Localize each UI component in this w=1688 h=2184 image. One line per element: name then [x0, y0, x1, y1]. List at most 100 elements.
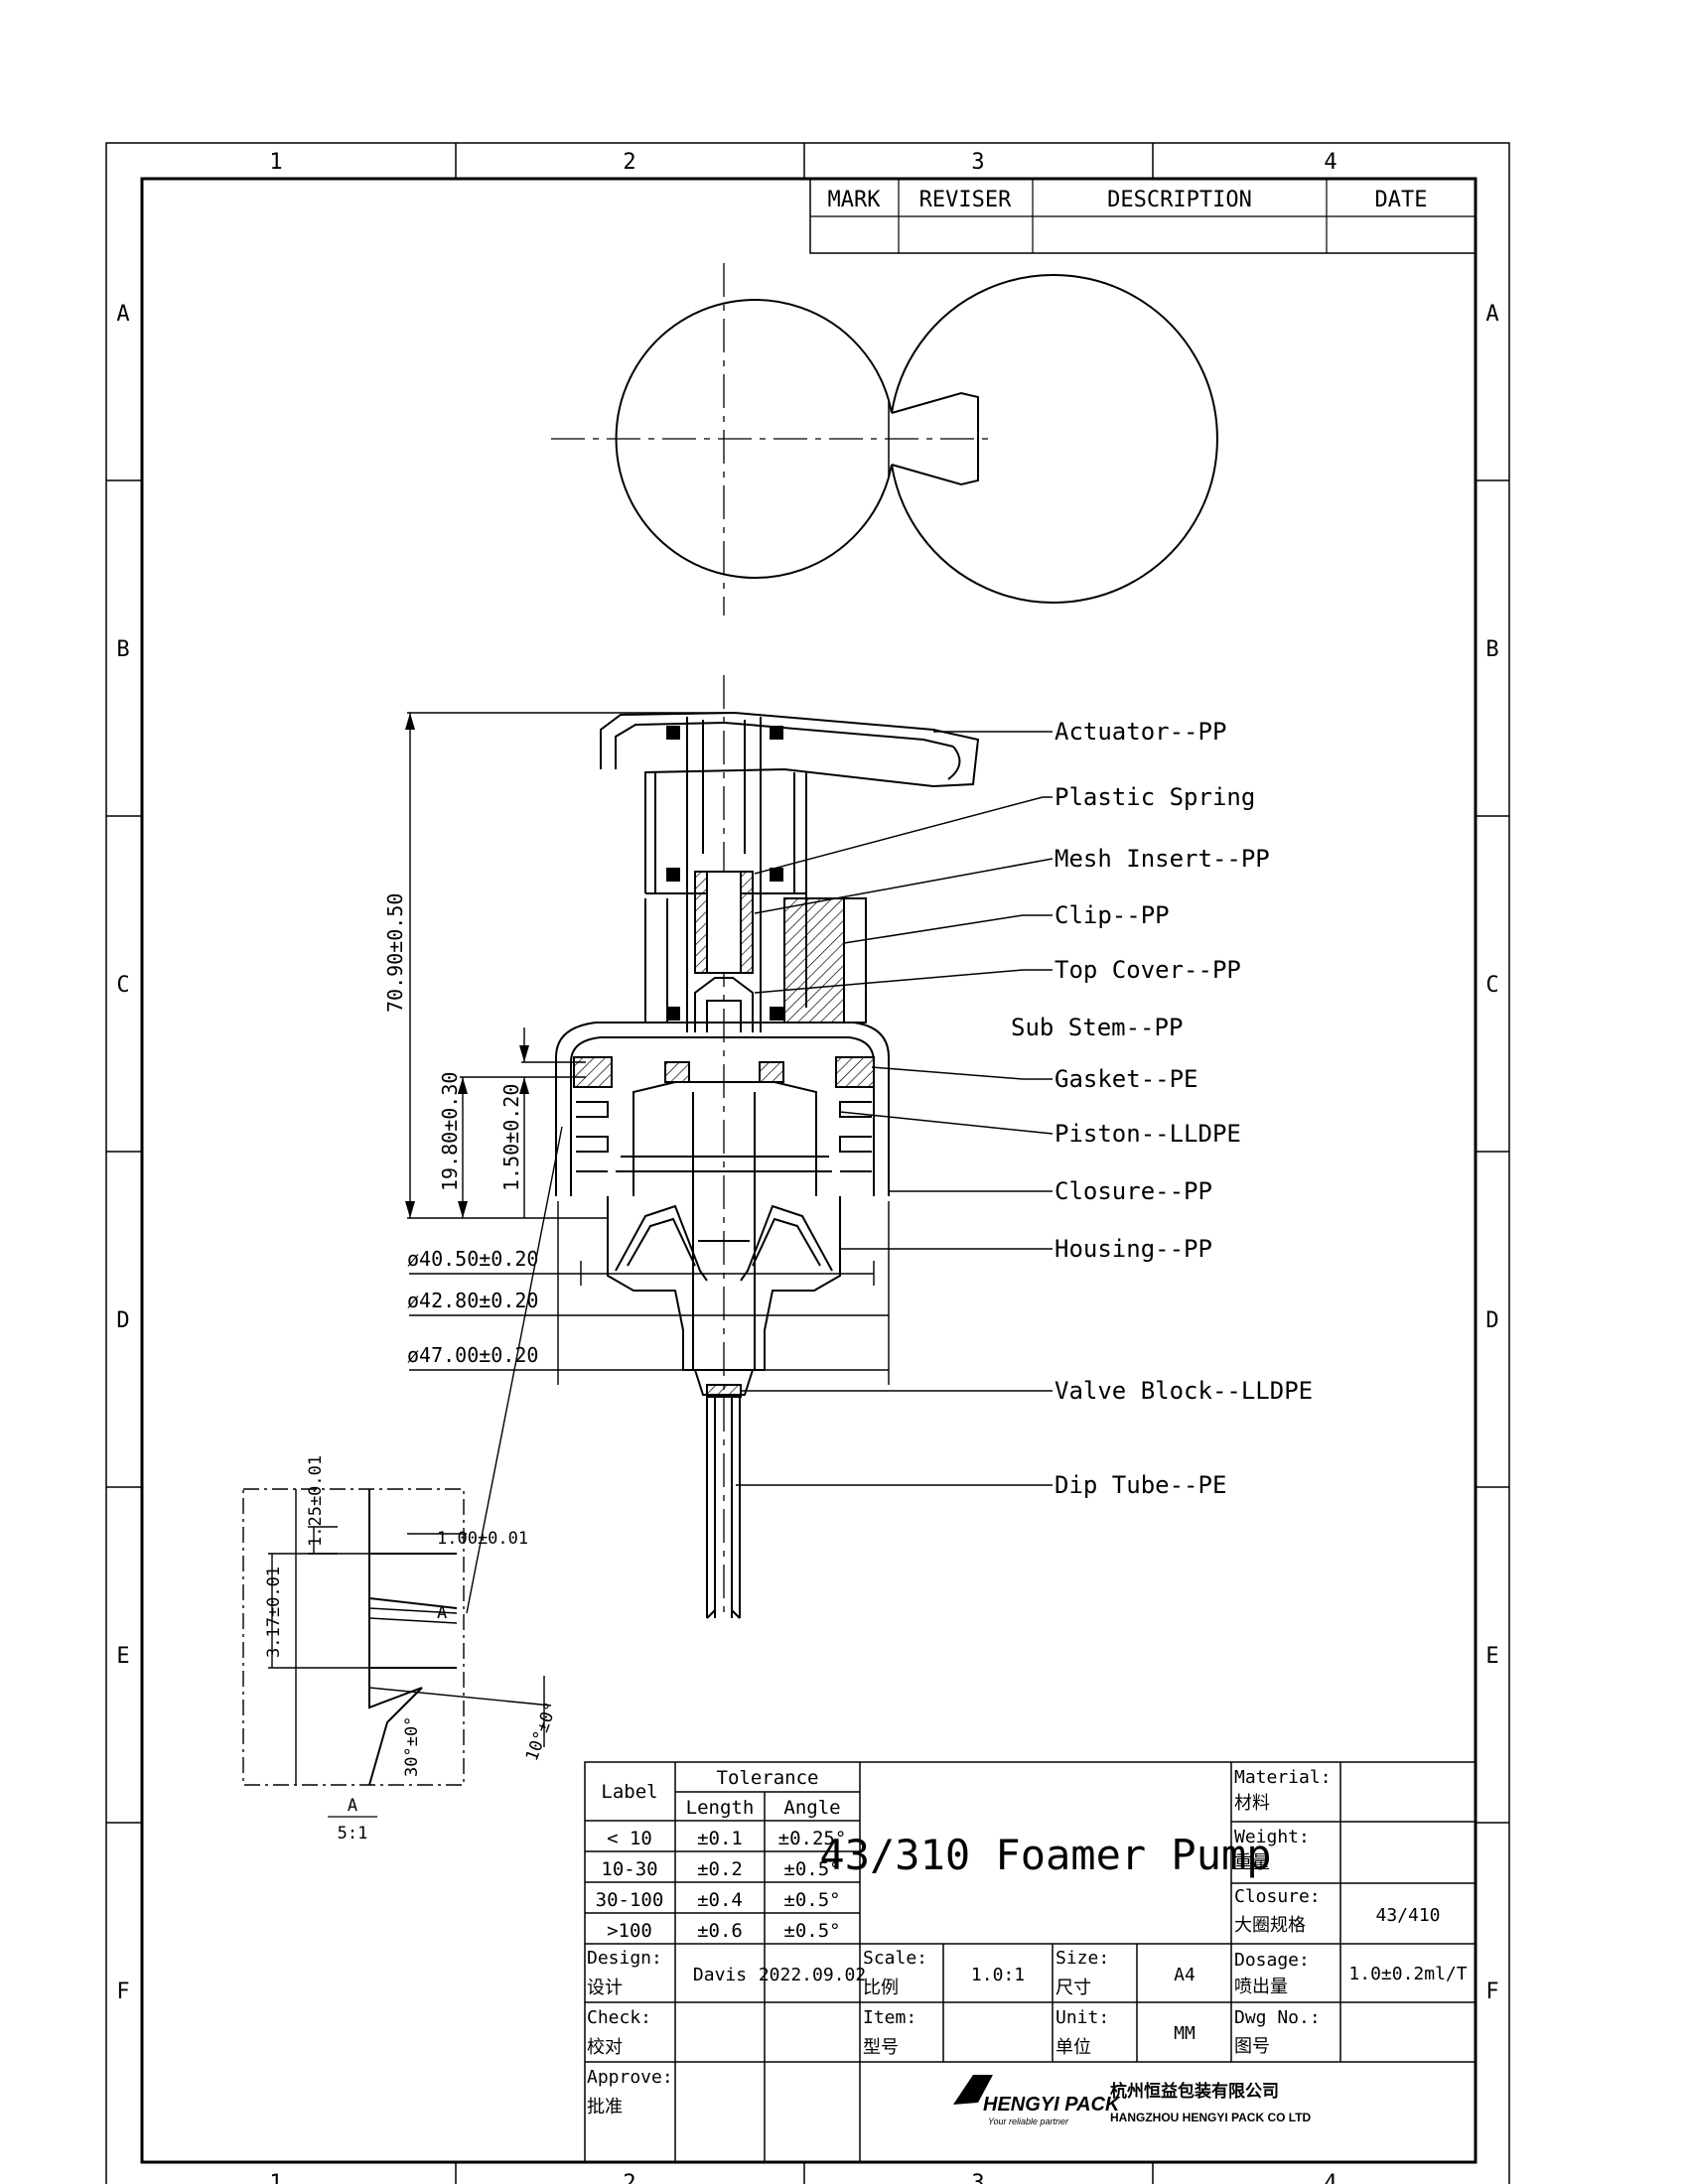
dosage-label: Dosage: [1234, 1950, 1310, 1971]
tol-row-4-angle: ±0.5° [783, 1920, 840, 1942]
detail-pitch: 1.25±0.01 [306, 1455, 326, 1547]
zone-dividers [106, 143, 1509, 2184]
zone-row-right-e: E [1485, 1644, 1498, 1669]
tol-row-4-label: >100 [607, 1920, 652, 1942]
leader-lines [736, 731, 1054, 1486]
zone-row-left-c: C [116, 973, 129, 998]
dosage-value: 1.0±0.2ml/T [1348, 1964, 1467, 1984]
check-cn: 校对 [587, 2037, 623, 2057]
tol-row-3-angle: ±0.5° [783, 1889, 840, 1911]
label-housing: Housing--PP [1055, 1235, 1212, 1263]
label-piston: Piston--LLDPE [1055, 1120, 1241, 1148]
rev-header-description: DESCRIPTION [1107, 188, 1252, 212]
detail-angle-2: 10°±0° [522, 1700, 562, 1764]
label-sub-stem: Sub Stem--PP [1011, 1014, 1183, 1041]
zone-row-left-d: D [116, 1308, 129, 1333]
zone-row-right-b: B [1485, 637, 1498, 662]
rev-header-reviser: REVISER [919, 188, 1012, 212]
company-name-cn: 杭州恒益包装有限公司 [1110, 2081, 1279, 2101]
closure-outline [555, 1022, 890, 1196]
detail-scale: 5:1 [338, 1824, 368, 1843]
detail-depth: 3.17±0.01 [264, 1567, 284, 1658]
zone-col-top-4: 4 [1324, 150, 1336, 175]
drawing-title: 43/310 Foamer Pump [819, 1831, 1271, 1879]
tol-angle-header: Angle [783, 1797, 840, 1819]
size-label: Size: [1055, 1948, 1109, 1969]
company-name-en: HANGZHOU HENGYI PACK CO LTD [1110, 2111, 1312, 2124]
tol-row-1-length: ±0.1 [697, 1828, 743, 1849]
zone-col-bottom-1: 1 [269, 2171, 282, 2184]
material-label: Material: [1234, 1767, 1332, 1788]
unit-cn: 单位 [1055, 2037, 1091, 2057]
zone-row-left-f: F [116, 1979, 129, 2004]
closure-value: 43/410 [1375, 1905, 1440, 1926]
item-cn: 型号 [863, 2037, 899, 2057]
label-dip-tube: Dip Tube--PE [1055, 1471, 1226, 1499]
tol-row-3-label: 30-100 [596, 1889, 664, 1911]
detail-marker: A [437, 1603, 447, 1623]
dip-tube [706, 1397, 741, 1618]
label-gasket: Gasket--PE [1055, 1065, 1198, 1093]
detail-a [242, 1488, 552, 1786]
zone-row-left-a: A [116, 302, 129, 327]
tol-label-header: Label [601, 1781, 657, 1803]
tol-row-1-angle: ±0.25° [778, 1828, 847, 1849]
detail-caption: A [348, 1796, 357, 1816]
dim-diameter-3: ø47.00±0.20 [407, 1343, 538, 1367]
label-actuator: Actuator--PP [1055, 718, 1226, 746]
zone-col-top-3: 3 [971, 150, 984, 175]
check-label: Check: [587, 2007, 651, 2028]
dimension-lines [407, 712, 890, 1614]
detail-flat: 1.00±0.01 [437, 1529, 528, 1549]
item-label: Item: [863, 2007, 916, 2028]
design-label: Design: [587, 1948, 662, 1969]
company-logo: HENGYI PACK Your reliable partner 杭州恒益包装… [953, 2075, 1312, 2126]
tol-row-2-label: 10-30 [601, 1858, 657, 1880]
design-date: 2022.09.02 [759, 1965, 866, 1985]
logo-text: HENGYI PACK [983, 2094, 1121, 2116]
rev-header-date: DATE [1375, 188, 1428, 212]
rev-header-mark: MARK [828, 188, 882, 212]
closure-cn: 大圈规格 [1234, 1915, 1306, 1935]
dosage-cn: 喷出量 [1234, 1977, 1288, 1996]
design-name: Davis [693, 1965, 747, 1985]
tol-row-2-angle: ±0.5° [783, 1858, 840, 1880]
zone-col-bottom-3: 3 [971, 2171, 984, 2184]
design-cn: 设计 [587, 1978, 623, 1997]
dwg-cn: 图号 [1234, 2036, 1270, 2056]
scale-label: Scale: [863, 1948, 927, 1969]
material-cn: 材料 [1234, 1793, 1270, 1813]
dim-thread-height: 19.80±0.30 [438, 1072, 462, 1191]
closure-label: Closure: [1234, 1886, 1321, 1907]
tol-row-4-length: ±0.6 [697, 1920, 743, 1942]
outer-border [105, 142, 1510, 2184]
label-plastic-spring: Plastic Spring [1055, 783, 1255, 811]
label-clip: Clip--PP [1055, 901, 1170, 929]
zone-row-right-c: C [1485, 973, 1498, 998]
size-value: A4 [1174, 1965, 1196, 1985]
unit-label: Unit: [1055, 2007, 1109, 2028]
detail-angle-1: 30°±0° [402, 1716, 422, 1777]
unit-value: MM [1174, 2023, 1196, 2044]
weight-cn: 重量 [1234, 1852, 1270, 1872]
dim-overall-height: 70.90±0.50 [383, 893, 407, 1013]
label-top-cover: Top Cover--PP [1055, 956, 1241, 984]
zone-row-left-b: B [116, 637, 129, 662]
tol-length-header: Length [686, 1797, 755, 1819]
weight-label: Weight: [1234, 1827, 1310, 1847]
tol-row-2-length: ±0.2 [697, 1858, 743, 1880]
dim-thread-start: 1.50±0.20 [499, 1084, 523, 1191]
piston-outline [633, 1081, 817, 1196]
zone-row-right-a: A [1485, 302, 1498, 327]
zone-row-right-d: D [1485, 1308, 1498, 1333]
dwg-label: Dwg No.: [1234, 2007, 1321, 2028]
size-cn: 尺寸 [1055, 1978, 1091, 1997]
clip-block [783, 897, 845, 1024]
scale-cn: 比例 [863, 1978, 899, 1997]
label-mesh-insert: Mesh Insert--PP [1055, 845, 1270, 873]
actuator-outline [600, 711, 980, 893]
dim-diameter-1: ø40.50±0.20 [407, 1247, 538, 1271]
tol-group-header: Tolerance [717, 1767, 819, 1789]
top-view [551, 263, 1218, 615]
